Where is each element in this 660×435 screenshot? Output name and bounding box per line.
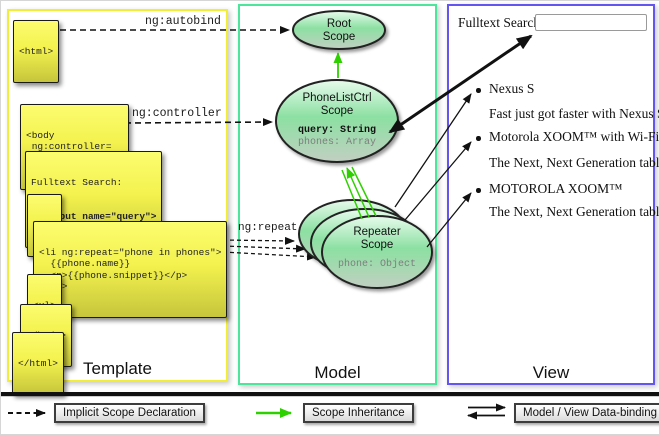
fulltext-search-input[interactable]	[535, 14, 647, 31]
bullet-icon	[476, 188, 481, 193]
legend-double-arrow-icon	[467, 403, 506, 420]
fulltext-search-label: Fulltext Search:	[458, 15, 544, 30]
root-scope-line1: Root	[326, 18, 352, 30]
legend-scope-inheritance: Scope Inheritance	[303, 403, 414, 423]
repeater-line1: Repeater	[353, 226, 401, 238]
code-text: <li ng:repeat="phone in phones"> {{phone…	[39, 246, 222, 292]
legend-data-binding: Model / View Data-binding	[514, 403, 659, 423]
phone-snippet: Fast just got faster with Nexus S.	[489, 106, 660, 121]
phonelistctrl-scope-label: PhoneListCtrl Scope	[276, 92, 398, 118]
phone-snippet: The Next, Next Generation tablet.	[489, 155, 660, 170]
phone-snippet: The Next, Next Generation tablet.	[489, 204, 660, 219]
phone-name: Nexus S	[489, 81, 535, 96]
template-panel	[7, 9, 228, 382]
view-title: View	[532, 363, 570, 382]
repeater-line2: Scope	[360, 238, 394, 251]
legend-implicit-scope: Implicit Scope Declaration	[54, 403, 205, 423]
phonelist-line2: Scope	[320, 104, 354, 117]
code-text: <html>	[19, 45, 54, 57]
html-open-tag-box: <html>	[13, 20, 60, 83]
phone-property: phone: Object	[337, 259, 416, 270]
bullet-icon	[476, 136, 481, 141]
model-panel	[238, 4, 437, 385]
repeater-scope-label: Repeater Scope	[324, 226, 430, 252]
phone-name: Motorola XOOM™ with Wi-Fi	[489, 129, 660, 144]
code-text: Fulltext Search:	[31, 176, 123, 188]
template-title: Template	[83, 359, 152, 378]
ng-controller-label: ng:controller	[132, 107, 222, 120]
legend-separator	[1, 392, 659, 397]
root-scope-line2: Scope	[322, 30, 356, 43]
phonelist-line1: PhoneListCtrl	[302, 92, 372, 104]
bullet-icon	[476, 88, 481, 93]
model-title: Model	[314, 363, 361, 382]
phones-property: phones: Array	[297, 137, 376, 148]
root-scope-label: Root Scope	[293, 18, 385, 44]
code-text: </html>	[18, 357, 58, 369]
phone-name: MOTOROLA XOOM™	[489, 181, 623, 196]
ng-autobind-label: ng:autobind	[145, 15, 221, 28]
query-property: query: String	[297, 125, 376, 136]
ng-repeat-label: ng:repeat	[238, 222, 298, 234]
